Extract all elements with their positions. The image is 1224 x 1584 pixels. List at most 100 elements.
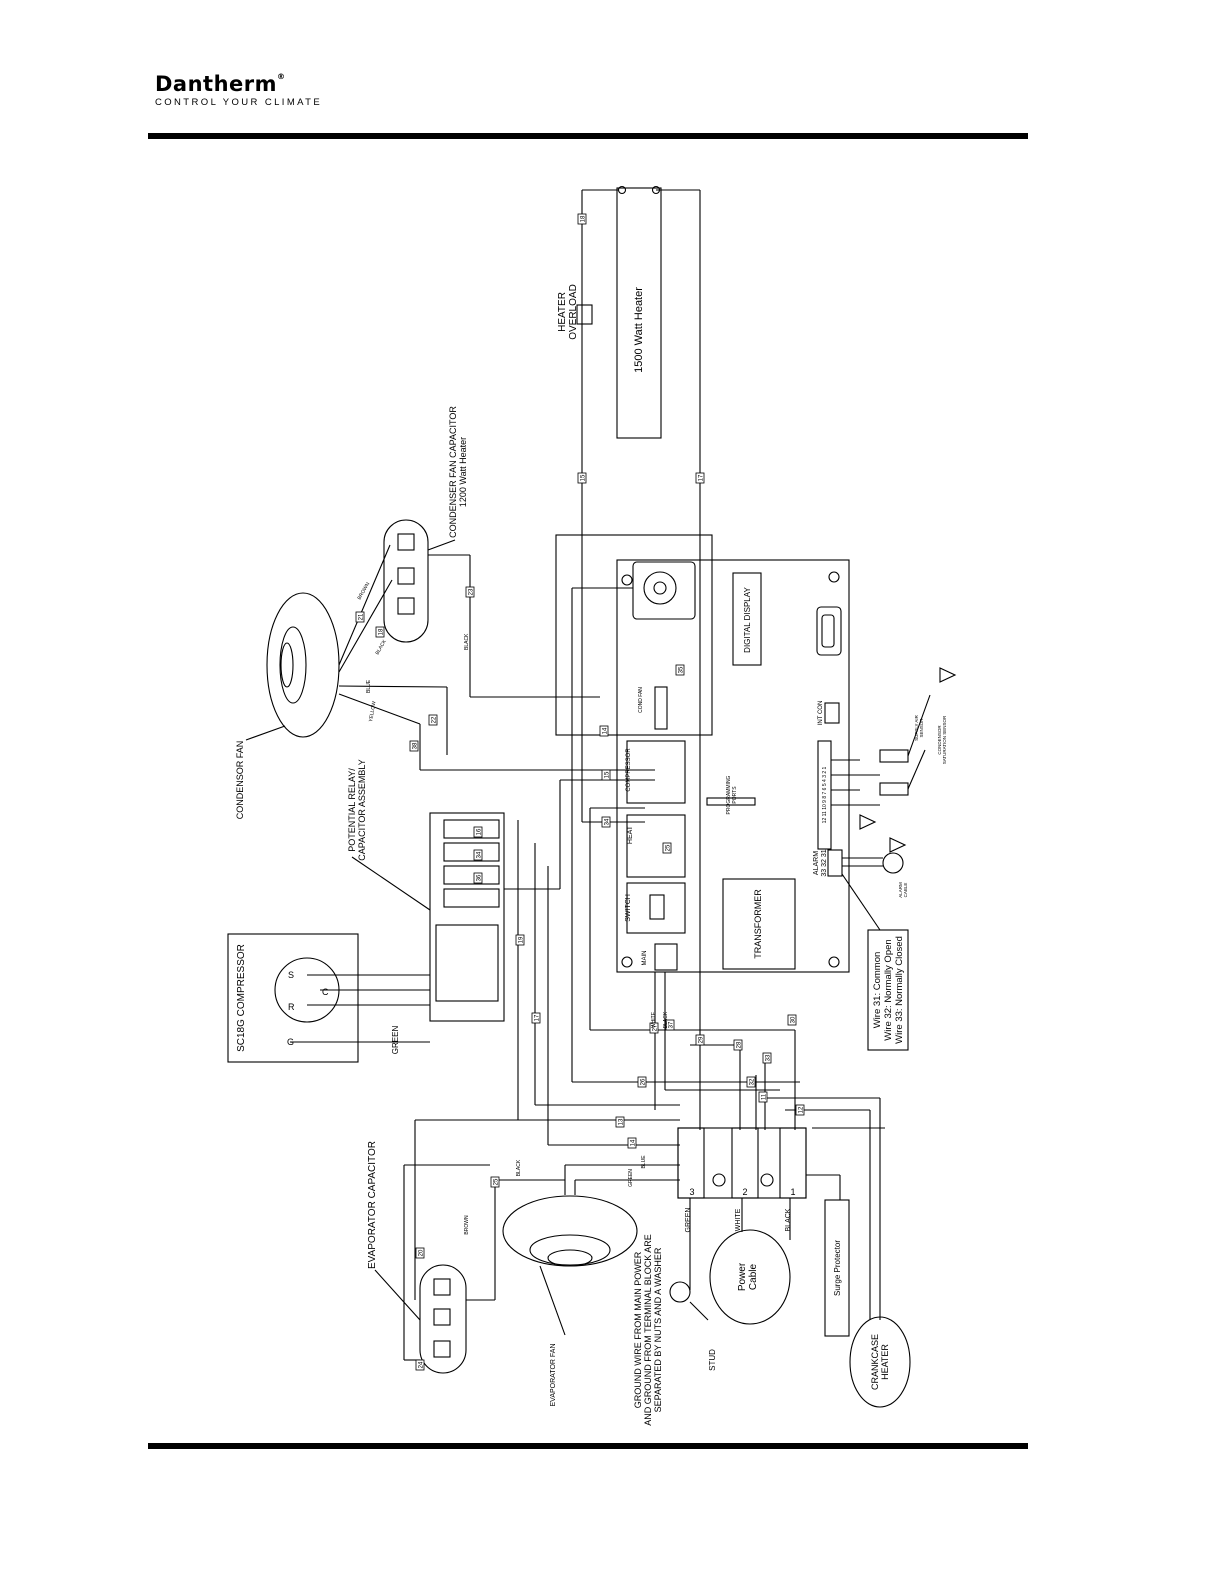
potential-relay-assembly bbox=[429, 812, 505, 1022]
heater-overload-label: HEATEROVERLOAD bbox=[557, 284, 579, 340]
compressor-relay-label: COMPRESSOR bbox=[626, 748, 632, 792]
brand-name: Dantherm bbox=[155, 72, 278, 96]
evaporator-capacitor-label: EVAPORATOR CAPACITOR bbox=[367, 1141, 378, 1269]
wire-tag: 27 bbox=[649, 1022, 659, 1034]
db9-connector bbox=[816, 606, 842, 656]
crankcase-heater-label: CRANKCASEHEATER bbox=[870, 1334, 890, 1390]
wire-color-blue: BLUE bbox=[366, 679, 372, 693]
wire-tag: 34 bbox=[601, 816, 611, 828]
wire-tag: 38 bbox=[409, 740, 419, 752]
heater-terminal-left bbox=[617, 185, 627, 195]
wire-tag: 11 bbox=[758, 1091, 768, 1103]
transformer-label: TRANSFORMER bbox=[753, 889, 763, 959]
wire-tag-number: 11 bbox=[762, 1093, 768, 1100]
wire-color-yellow: YELLOW bbox=[368, 701, 378, 723]
wire-tag-number: 24 bbox=[419, 1361, 425, 1368]
wire-tag: 28 bbox=[733, 1039, 743, 1051]
wire-tag-number: 13 bbox=[619, 1118, 625, 1125]
wire-color-black-main: BLACK bbox=[663, 1011, 669, 1028]
wire-color-black: BLACK bbox=[375, 638, 389, 656]
potential-relay-label: POTENTIAL RELAY/CAPACITOR ASSEMBLY bbox=[347, 759, 367, 861]
compressor-terminal-c: C bbox=[322, 987, 329, 997]
switch-label: SWITCH bbox=[625, 894, 632, 922]
wire-color-black-2: BLACK bbox=[464, 633, 470, 650]
switch-box bbox=[626, 882, 686, 934]
wire-tag: 30 bbox=[787, 1014, 797, 1026]
board-bracket bbox=[555, 534, 713, 736]
wire-tag-number: 14 bbox=[603, 727, 609, 734]
bottom-rule bbox=[148, 1443, 1028, 1449]
wire-tag-number: 34 bbox=[477, 851, 483, 858]
wire-tag: 34 bbox=[473, 849, 483, 861]
wire-tag-number: 14 bbox=[631, 1139, 637, 1146]
cond-fan-label: COND FAN bbox=[638, 687, 644, 713]
alarm-cable bbox=[882, 852, 904, 874]
ground-note: GROUND WIRE FROM MAIN POWERAND GROUND FR… bbox=[633, 1234, 663, 1426]
wire-color-black-evap: BLACK bbox=[516, 1159, 522, 1176]
power-cable-circle bbox=[709, 1229, 791, 1325]
compressor-terminal-s: S bbox=[288, 970, 294, 980]
compressor-terminal-r: R bbox=[288, 1002, 295, 1012]
transformer-box bbox=[722, 878, 796, 970]
wire-tag-number: 22 bbox=[432, 716, 438, 723]
dantherm-logo: Dantherm® CONTROL YOUR CLIMATE bbox=[155, 72, 322, 108]
evaporator-fan-label: EVAPORATOR FAN bbox=[550, 1343, 557, 1406]
wire-tag: 35 bbox=[675, 664, 685, 676]
alarm-cable-label: ALARMCABLE bbox=[898, 882, 908, 898]
wire-tag-number: 29 bbox=[699, 1036, 705, 1043]
wire-tag-number: 16 bbox=[477, 828, 483, 835]
terminal-strip bbox=[817, 740, 832, 850]
wire-color-white-block: WHITE bbox=[735, 1208, 742, 1231]
surge-protector-box bbox=[824, 1199, 850, 1337]
wire-tag-number: 19 bbox=[519, 936, 525, 943]
wire-tag: 25 bbox=[662, 842, 672, 854]
wire-tag-number: 20 bbox=[419, 1249, 425, 1256]
terminal-numbers: 12 11 10 9 8 7 6 5 4 3 2 1 bbox=[822, 766, 828, 823]
power-cable-label: PowerCable bbox=[737, 1262, 759, 1291]
wire-color-green: GREEN bbox=[391, 1026, 400, 1055]
int-con-box bbox=[824, 702, 840, 724]
evaporator-capacitor bbox=[419, 1264, 467, 1374]
alarm-terminal-box bbox=[827, 849, 843, 877]
wire-tag: 36 bbox=[473, 872, 483, 884]
wire-color-blue-evap: BLUE bbox=[641, 1155, 647, 1169]
alarm-label: ALARM33 32 31 bbox=[813, 849, 828, 876]
wire-tag-number: 15 bbox=[581, 474, 587, 481]
wire-tag: 20 bbox=[415, 1247, 425, 1259]
wire-tag-number: 25 bbox=[494, 1178, 500, 1185]
wire-tag: 16 bbox=[473, 826, 483, 838]
heat-label: HEAT bbox=[627, 825, 634, 844]
alarm-legend: Wire 31: CommonWire 32: Normally OpenWir… bbox=[872, 936, 905, 1044]
heater-1500-label: 1500 Watt Heater bbox=[633, 287, 645, 373]
alarm-legend-box bbox=[867, 929, 909, 1051]
wire-tag: 15 bbox=[601, 769, 611, 781]
wire-tag: 24 bbox=[415, 1359, 425, 1371]
wire-color-green-evap: GREEN bbox=[628, 1169, 634, 1187]
registered-mark: ® bbox=[277, 72, 286, 81]
wire-tag: 18 bbox=[375, 626, 385, 638]
wire-tag-number: 38 bbox=[413, 742, 419, 749]
crankcase-heater bbox=[849, 1316, 911, 1408]
wire-tag: 14 bbox=[599, 725, 609, 737]
sc18g-compressor-box bbox=[227, 933, 359, 1063]
heat-relay-box bbox=[626, 814, 686, 878]
compressor-relay-box bbox=[626, 740, 686, 804]
wire-tag-number: 25 bbox=[666, 844, 672, 851]
wire-color-brown-evap: BROWN bbox=[464, 1215, 470, 1235]
supply-air-sensor-label: SUPPLY AIRSENSOR bbox=[914, 714, 924, 741]
wire-tag: 15 bbox=[577, 472, 587, 484]
cond-fan-relay bbox=[654, 686, 668, 730]
wire-tag-number: 33 bbox=[766, 1054, 772, 1061]
wire-tag: 13 bbox=[615, 1116, 625, 1128]
digital-display-box bbox=[732, 572, 762, 666]
programming-port-label: PROGRAMMINGPORTS bbox=[726, 775, 738, 814]
int-con-label: INT CON bbox=[818, 701, 824, 726]
main-connector-box bbox=[654, 943, 678, 971]
block-number-2: 2 bbox=[742, 1187, 747, 1197]
wire-tag-number: 30 bbox=[791, 1016, 797, 1023]
wire-tag: 37 bbox=[665, 1019, 675, 1031]
wire-tag: 18 bbox=[577, 213, 587, 225]
wire-tag-number: 18 bbox=[581, 215, 587, 222]
stud-label: STUD bbox=[708, 1349, 717, 1371]
